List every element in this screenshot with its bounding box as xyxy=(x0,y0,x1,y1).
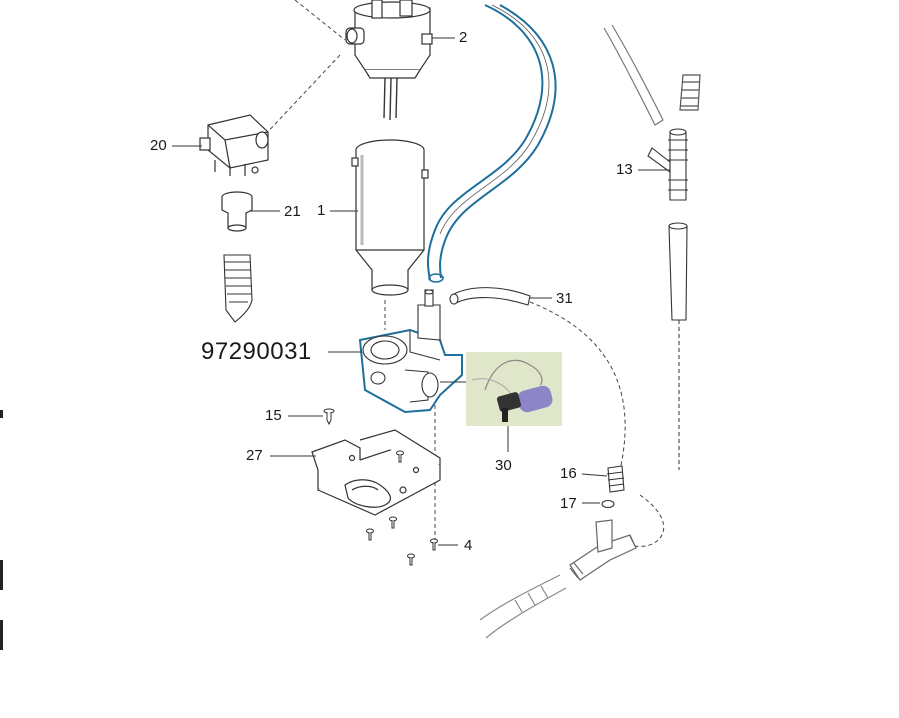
left-edge-mark xyxy=(0,620,3,650)
callout-16: 16 xyxy=(560,465,577,482)
callout-30: 30 xyxy=(495,457,512,474)
part-27-bracket xyxy=(311,429,441,516)
callout-31: 31 xyxy=(556,290,573,307)
bottom-hose xyxy=(479,574,567,639)
left-edge-mark xyxy=(0,410,3,418)
part-21-grommet xyxy=(221,191,253,232)
right-drain-hoses xyxy=(603,24,701,126)
callout-13: 13 xyxy=(616,161,633,178)
callout-1: 1 xyxy=(317,202,326,219)
part-20-relay xyxy=(199,114,269,176)
left-edge-mark xyxy=(0,560,3,590)
callout-21: 21 xyxy=(284,203,301,220)
leader-lines xyxy=(172,37,670,546)
pump-assembly-97290031 xyxy=(358,289,463,414)
part-31-tube xyxy=(449,287,531,306)
callout-4: 4 xyxy=(464,537,473,554)
part-15-screw xyxy=(323,408,335,426)
part-13-fitting xyxy=(647,128,688,201)
top-fitting-part xyxy=(345,0,433,121)
callout-15: 15 xyxy=(265,407,282,424)
part-30-photo xyxy=(466,352,562,426)
callout-97290031: 97290031 xyxy=(201,338,312,365)
callout-17: 17 xyxy=(560,495,577,512)
part-17-oring xyxy=(601,499,615,509)
part-1-container xyxy=(351,139,429,296)
vertical-tube xyxy=(668,222,688,470)
hose-section xyxy=(223,254,253,323)
callout-2: 2 xyxy=(459,29,468,46)
y-connector xyxy=(569,519,637,581)
callout-20: 20 xyxy=(150,137,167,154)
small-screws xyxy=(366,450,438,566)
part-16-fitting xyxy=(606,465,625,493)
callout-27: 27 xyxy=(246,447,263,464)
blue-hose xyxy=(427,4,557,283)
